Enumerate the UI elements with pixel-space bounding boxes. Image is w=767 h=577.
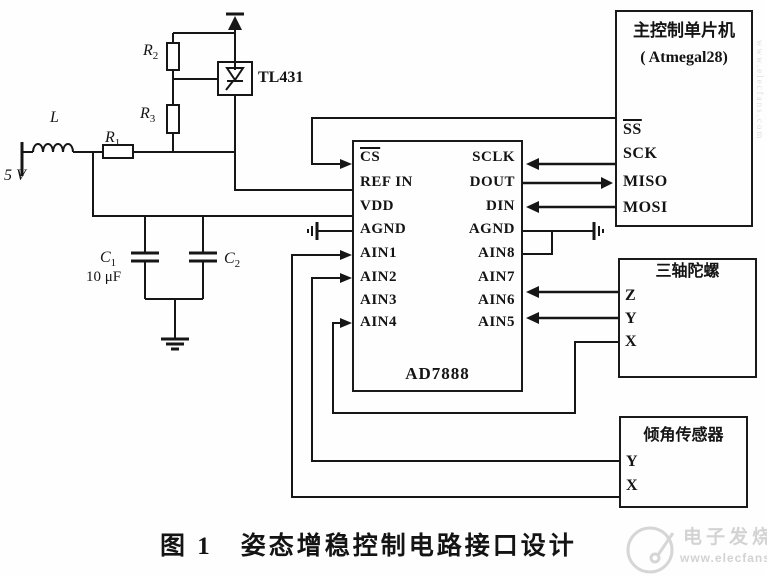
- adc-pin-ain4: AIN4: [360, 314, 398, 330]
- dout-miso-wire: [523, 177, 613, 189]
- tl431-symbol: [217, 61, 253, 96]
- adc-pin-sclk: SCLK: [472, 149, 515, 165]
- adc-pin-agnd-right: AGND: [468, 221, 515, 237]
- adc-pin-vdd: VDD: [360, 198, 394, 214]
- mcu-pin-mosi: MOSI: [623, 199, 668, 216]
- c2-label: C2: [224, 250, 241, 271]
- mcu-box: [615, 10, 753, 227]
- adc-pin-ain8: AIN8: [477, 245, 515, 261]
- adc-pin-din: DIN: [485, 198, 515, 214]
- gyro-y-wire: [526, 312, 618, 324]
- adc-pin-cs: CS: [360, 149, 381, 165]
- adc-pin-ain5: AIN5: [477, 314, 515, 330]
- resistor-r2-symbol: [166, 42, 180, 71]
- mcu-subtitle: ( Atmegal28): [640, 49, 728, 66]
- gyro-box: [618, 258, 757, 378]
- agnd-left-ground-symbol: [307, 222, 352, 240]
- tilt-pin-y: Y: [626, 453, 639, 470]
- adc-pin-ain6: AIN6: [477, 292, 515, 308]
- adc-pin-refin: REF IN: [360, 174, 413, 190]
- mcu-pin-ss: SS: [623, 121, 642, 138]
- mcu-title: 主控制单片机: [633, 21, 735, 40]
- resistor-r1-symbol: [102, 144, 134, 159]
- tilt-pin-x: X: [626, 477, 639, 494]
- tilt-x-wire: [291, 250, 619, 498]
- tl431-label: TL431: [258, 69, 304, 86]
- adc-chip-name: AD7888: [405, 364, 470, 383]
- gyro-pin-z: Z: [625, 287, 637, 304]
- gyro-pin-x: X: [625, 333, 638, 350]
- ground-symbol: [145, 298, 203, 351]
- adc-pin-ain7: AIN7: [477, 269, 515, 285]
- vref-arrow-symbol: [226, 12, 244, 62]
- resistor-r3-symbol: [166, 104, 180, 134]
- c1-value-label: 10 μF: [86, 269, 122, 285]
- inductor-symbol: [32, 143, 74, 153]
- elecfans-logo-icon: [626, 526, 675, 574]
- r1-label: R1: [105, 129, 121, 150]
- c1-label: C1: [100, 249, 117, 270]
- tilt-sensor-box: [619, 416, 748, 508]
- watermark-site: www.elecfans.com: [680, 551, 767, 565]
- agnd-right-wire: [523, 222, 604, 255]
- gyro-title: 三轴陀螺: [655, 263, 720, 280]
- adc-pin-ain1: AIN1: [360, 245, 398, 261]
- adc-chip-box: [352, 140, 523, 392]
- inductor-label: L: [50, 109, 59, 126]
- supply-label: 5 V: [4, 167, 26, 184]
- vdd-rail-wire: [92, 152, 352, 217]
- refin-wire: [234, 95, 352, 191]
- power-input-wire: [20, 142, 235, 176]
- figure-caption: 图 1 姿态增稳控制电路接口设计: [160, 533, 577, 560]
- gyro-x-wire: [332, 318, 618, 414]
- ss-cs-wire: [311, 117, 615, 169]
- adc-pin-ain2: AIN2: [360, 269, 398, 285]
- capacitor-c2-symbol: [189, 216, 217, 299]
- capacitor-c1-symbol: [131, 216, 159, 299]
- tilt-y-wire: [311, 273, 619, 462]
- adc-pin-dout: DOUT: [469, 174, 515, 190]
- gyro-pin-y: Y: [625, 310, 638, 327]
- side-watermark: www.elecfans.com: [755, 40, 765, 141]
- divider-wires: [172, 32, 235, 152]
- r3-label: R3: [140, 105, 156, 126]
- mcu-pin-miso: MISO: [623, 173, 668, 190]
- adc-pin-ain3: AIN3: [360, 292, 398, 308]
- sck-sclk-wire: [526, 158, 615, 170]
- mosi-din-wire: [526, 201, 615, 213]
- mcu-pin-sck: SCK: [623, 145, 658, 162]
- gyro-z-wire: [526, 286, 618, 298]
- tilt-title: 倾角传感器: [643, 427, 724, 444]
- watermark-brand: 电子发烧友: [683, 527, 767, 548]
- adc-pin-agnd-left: AGND: [360, 221, 407, 237]
- r2-label: R2: [143, 42, 159, 63]
